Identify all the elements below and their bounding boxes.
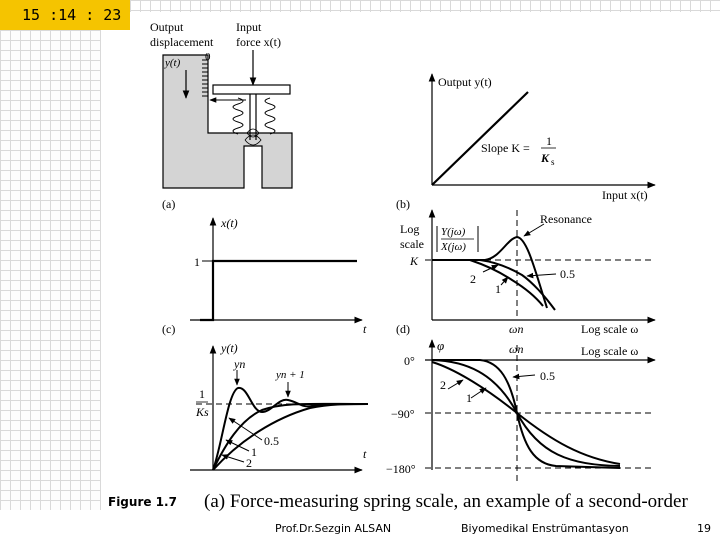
b-slope-den: K <box>540 151 550 165</box>
f-phi-label: φ <box>437 338 444 353</box>
f-curve-1: 1 <box>466 391 472 405</box>
e-curve-1: 1 <box>251 445 257 459</box>
label-displacement: displacement <box>150 35 214 49</box>
e-yn1-label: yn + 1 <box>275 369 305 381</box>
panel-b-static-response: Output y(t) Input x(t) Slope K = 1 K s (… <box>396 73 656 211</box>
d-omega-n: ωn <box>509 322 523 336</box>
f-deg-180: −180° <box>386 462 416 476</box>
label-input-force: force x(t) <box>236 35 281 49</box>
e-x-axis-label: t <box>363 447 367 461</box>
f-x-axis-label: Log scale ω <box>581 344 638 358</box>
f-deg-0: 0° <box>404 354 415 368</box>
label-output: Output <box>150 20 184 34</box>
clock-display: 15 :14 : 23 <box>0 0 130 30</box>
e-y-axis-label: y(t) <box>220 341 238 355</box>
e-level-den: Ks <box>195 405 209 419</box>
d-x-axis-label: Log scale ω <box>581 322 638 336</box>
panel-d-tag: (d) <box>396 322 410 336</box>
panel-e-step-response: y(t) yn yn + 1 1 Ks 0.5 1 2 t <box>190 341 369 474</box>
f-curve-05: 0.5 <box>540 369 555 383</box>
d-k-label: K <box>409 254 419 268</box>
b-slope-num: 1 <box>546 134 552 148</box>
label-input: Input <box>236 20 262 34</box>
f-omega-n: ωn <box>509 342 523 356</box>
figure-label: Figure 1.7 <box>108 495 177 509</box>
c-x-axis-label: t <box>363 322 367 336</box>
e-curve-2: 2 <box>246 456 252 470</box>
b-slope-den-sub: s <box>551 157 555 167</box>
b-slope-text: Slope K = <box>481 141 530 155</box>
figure-1-7: Output displacement Input force x(t) y(t… <box>101 0 720 490</box>
panel-d-magnitude-response: Log scale Y(jω) X(jω) K Resonance 0.5 2 … <box>396 209 656 336</box>
figure-caption: (a) Force-measuring spring scale, an exa… <box>204 491 688 512</box>
grid-background-top <box>130 0 720 12</box>
e-curve-05: 0.5 <box>264 434 279 448</box>
d-y-axis-scale: scale <box>400 237 424 251</box>
footer-author: Prof.Dr.Sezgin ALSAN <box>275 522 392 535</box>
label-y-t: y(t) <box>164 57 181 69</box>
c-y-axis-label: x(t) <box>220 216 238 230</box>
label-zero: 0 <box>205 51 211 63</box>
d-curve-05: 0.5 <box>560 267 575 281</box>
panel-c-tag: (c) <box>162 322 175 336</box>
e-yn-label: yn <box>233 357 245 371</box>
d-ratio-den: X(jω) <box>440 241 466 253</box>
footer-page-number: 19 <box>697 522 711 535</box>
panel-a-spring-scale: Output displacement Input force x(t) y(t… <box>150 20 293 211</box>
d-ratio-num: Y(jω) <box>441 226 466 238</box>
d-y-axis-log: Log <box>400 222 419 236</box>
panel-f-phase-response: φ ωn Log scale ω 0° −90° −180° 0.5 2 1 <box>386 338 656 485</box>
b-y-axis-label: Output y(t) <box>438 75 492 89</box>
clock-time: 15 :14 : 23 <box>22 6 122 24</box>
grid-background-left <box>0 30 101 510</box>
panel-a-tag: (a) <box>162 197 175 211</box>
d-resonance-label: Resonance <box>540 212 592 226</box>
f-deg-90: −90° <box>391 407 415 421</box>
f-curve-2: 2 <box>440 378 446 392</box>
panel-c-step-input: x(t) t 1 (c) <box>162 216 367 336</box>
b-x-axis-label: Input x(t) <box>602 188 648 202</box>
e-level-num: 1 <box>199 387 205 401</box>
d-curve-1: 1 <box>495 282 501 296</box>
footer-course: Biyomedikal Enstrümantasyon <box>461 522 629 535</box>
c-level-label: 1 <box>194 255 200 269</box>
d-curve-2: 2 <box>470 272 476 286</box>
panel-b-tag: (b) <box>396 197 410 211</box>
